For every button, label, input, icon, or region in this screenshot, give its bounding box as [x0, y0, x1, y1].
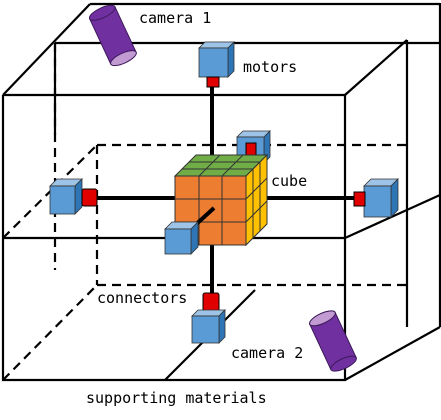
- label-connectors: connectors: [97, 289, 187, 307]
- label-supporting-materials: supporting materials: [86, 389, 267, 407]
- motor-front: [164, 221, 199, 255]
- label-motors: motors: [243, 58, 297, 76]
- camera-1: [88, 4, 137, 67]
- motor-bottom: [191, 292, 226, 344]
- motor-right: [353, 178, 399, 218]
- label-camera-2: camera 2: [231, 344, 303, 362]
- camera-2: [309, 310, 357, 372]
- label-cube: cube: [271, 172, 307, 190]
- motor-left: [49, 178, 98, 215]
- label-camera-1: camera 1: [139, 9, 211, 27]
- motor-top: [198, 41, 235, 88]
- cube-right-face: [245, 153, 268, 247]
